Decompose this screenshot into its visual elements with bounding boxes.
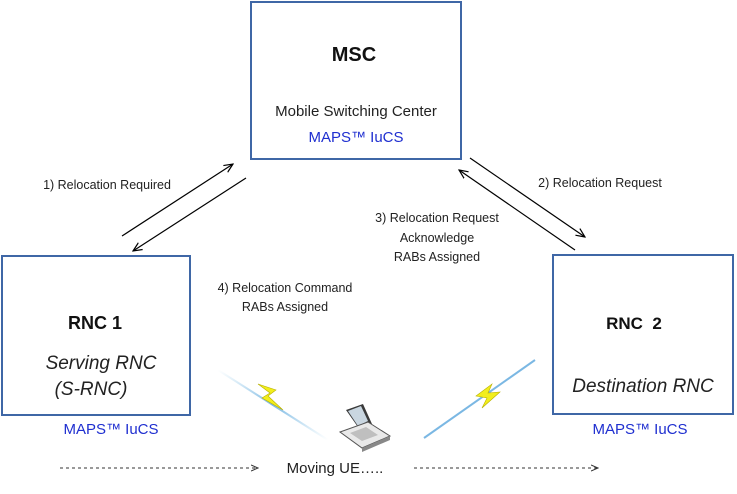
msg-relocation-required: 1) Relocation Required <box>43 178 171 192</box>
rnc2-role-line1: Destination RNC <box>572 376 714 397</box>
rnc2-cube-label: RNC 2 <box>606 314 662 333</box>
msc-subtitle: MAPS™ IuCS <box>308 129 404 146</box>
arrow-relocation-request <box>469 157 585 237</box>
arrow-relocation-required <box>121 164 233 237</box>
moving-ue-label: Moving UE….. <box>286 460 384 477</box>
msc-box <box>250 1 462 160</box>
msg-ack-line3: RABs Assigned <box>393 250 481 264</box>
radio-link-right-icon <box>423 359 536 439</box>
rnc1-caption: MAPS™ IuCS <box>63 421 159 438</box>
msg-ack-line2: Acknowledge <box>399 231 475 245</box>
msg-command-line1: 4) Relocation Command <box>217 281 353 295</box>
rnc1-role-line1: Serving RNC <box>45 353 157 374</box>
rnc1-cube-label: RNC 1 <box>67 313 122 333</box>
mobile-phone-icon <box>338 404 392 452</box>
msg-ack-line1: 3) Relocation Request <box>375 211 499 225</box>
rnc2-box <box>552 254 734 415</box>
msg-relocation-request: 2) Relocation Request <box>538 176 662 190</box>
msg-command-line2: RABs Assigned <box>241 300 329 314</box>
msc-cube-label: MSC <box>331 44 377 66</box>
rnc2-caption: MAPS™ IuCS <box>592 421 688 438</box>
arrow-relocation-command <box>133 177 247 251</box>
msc-title: Mobile Switching Center <box>275 103 437 120</box>
rnc1-box <box>1 255 191 416</box>
rnc1-role-line2: (S-RNC) <box>54 379 128 400</box>
arrow-relocation-request-ack <box>459 170 576 251</box>
radio-link-left-icon <box>217 369 329 441</box>
